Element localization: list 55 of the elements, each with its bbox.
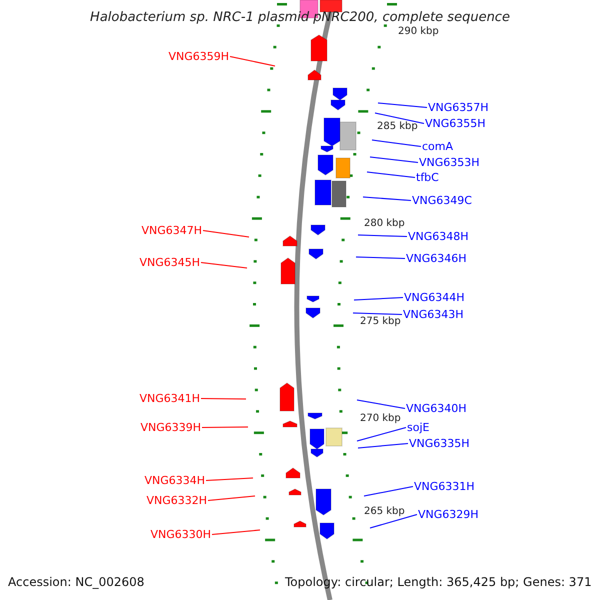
leader-line: [356, 256, 406, 259]
title: Halobacterium sp. NRC-1 plasmid pNRC200, complete sequence: [89, 11, 511, 24]
gene-label: VNG6334H: [144, 475, 205, 486]
footer-note: Topology: circular; Length: 365,425 bp; Genes: 371: [285, 576, 592, 588]
gene-label: VNG6341H: [139, 393, 200, 404]
gene-label: VNG6343H: [403, 309, 464, 320]
footer-note: Accession: NC_002608: [8, 576, 144, 588]
leader-line: [356, 400, 406, 409]
leader-line: [200, 398, 246, 400]
gene-label: VNG6331H: [414, 481, 475, 492]
scale-label: 265 kbp: [364, 507, 405, 517]
leader-line: [354, 297, 404, 300]
gene-label: VNG6345H: [139, 257, 200, 268]
leader-line: [370, 156, 418, 163]
gene-label: VNG6329H: [418, 509, 479, 520]
leader-line: [362, 196, 412, 201]
leader-line: [202, 230, 250, 238]
leader-line: [372, 140, 422, 147]
gene-label: VNG6344H: [404, 292, 465, 303]
gene-label: VNG6340H: [406, 403, 467, 414]
leader-line: [352, 312, 402, 315]
gene-label: comA: [422, 141, 454, 152]
gene-label: VNG6348H: [408, 231, 469, 242]
leader-line: [378, 102, 428, 108]
scale-label: 275 kbp: [360, 317, 401, 327]
leader-line: [212, 530, 260, 535]
leader-line: [370, 514, 418, 528]
leader-line: [358, 443, 408, 448]
scale-label: 270 kbp: [360, 414, 401, 424]
gene-label: VNG6359H: [168, 51, 229, 62]
gene-label: VNG6335H: [409, 438, 470, 449]
scale-label: 285 kbp: [377, 122, 418, 132]
leader-line: [364, 486, 414, 496]
gene-label: VNG6353H: [419, 157, 480, 168]
scale-label: 290 kbp: [398, 27, 439, 37]
gene-label: tfbC: [416, 172, 439, 183]
gene-label: VNG6347H: [141, 225, 202, 236]
leader-line: [358, 234, 408, 237]
leader-line: [200, 262, 248, 268]
leader-line: [208, 496, 256, 501]
leader-line: [356, 427, 406, 442]
leader-line: [230, 56, 276, 66]
gene-label: VNG6330H: [150, 529, 211, 540]
leader-line: [206, 478, 254, 481]
gene-label: VNG6355H: [425, 118, 486, 129]
leader-line: [374, 112, 424, 124]
gene-label: VNG6349C: [412, 195, 472, 206]
gene-label: VNG6339H: [140, 422, 201, 433]
gene-label: VNG6332H: [146, 495, 207, 506]
gene-label: VNG6357H: [428, 102, 489, 113]
scale-label: 280 kbp: [364, 219, 405, 229]
gene-label: sojE: [407, 422, 430, 433]
leader-line: [202, 426, 248, 428]
leader-line: [366, 172, 416, 178]
gene-label: VNG6346H: [406, 253, 467, 264]
